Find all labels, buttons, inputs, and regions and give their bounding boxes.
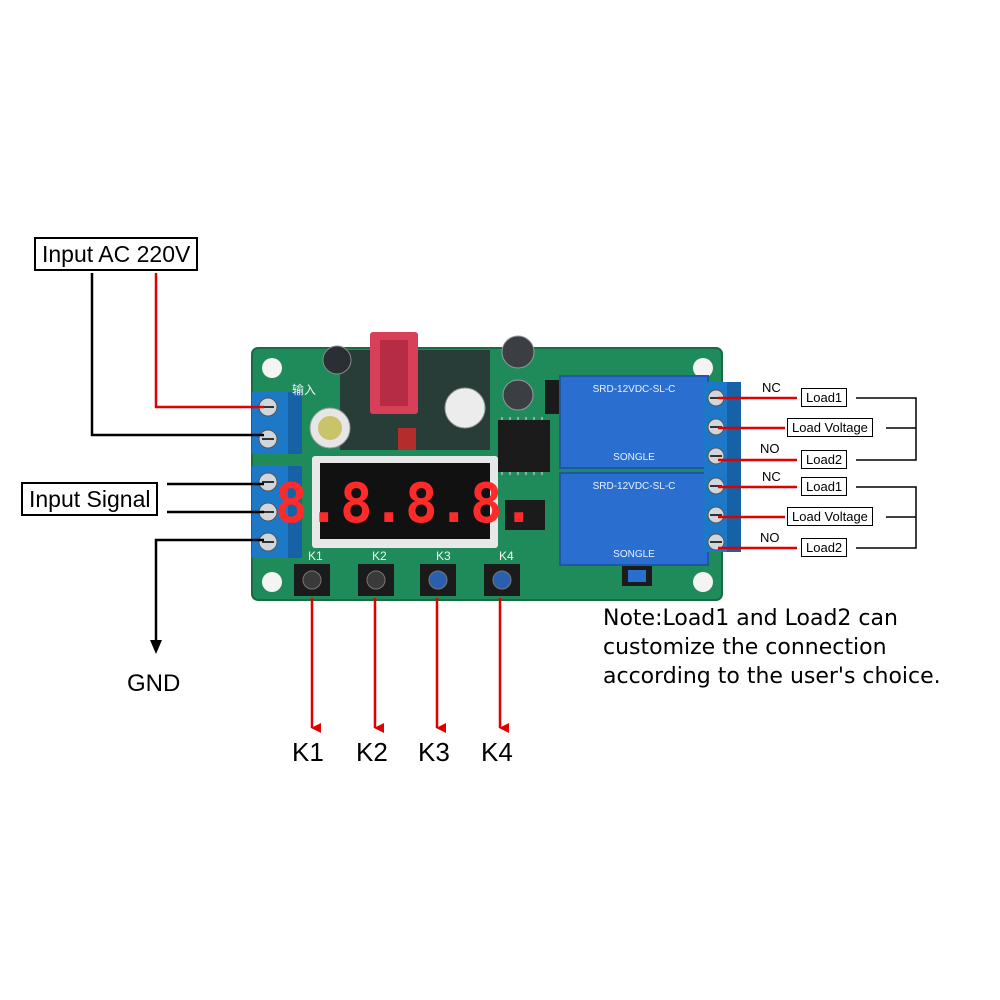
- arrow-label-k2: K2: [356, 737, 388, 767]
- ac-neutral-wire: [90, 273, 264, 437]
- relay-2-load1-box: Load1: [801, 477, 848, 496]
- relay-2-no-label: NO: [760, 530, 780, 545]
- mounting-hole: [693, 358, 713, 378]
- relay-2-load-voltage-box: Load Voltage: [787, 507, 873, 526]
- ac-live-wire: [154, 273, 264, 409]
- board-label-k2: K2: [372, 549, 387, 563]
- button-k3: [420, 564, 456, 596]
- note-line: customize the connection: [603, 635, 887, 660]
- pcb-board: [251, 332, 741, 601]
- display-digits: 8.8.8.8.: [275, 472, 535, 535]
- relay-1-load2-box: Load2: [801, 450, 848, 469]
- gnd-label: GND: [127, 670, 181, 697]
- relay-2: [560, 473, 708, 565]
- note-line: according to the user's choice.: [603, 664, 941, 689]
- button-k1: [294, 564, 330, 596]
- capacitor: [444, 387, 486, 429]
- relay-1-load-voltage-box: Load Voltage: [787, 418, 873, 437]
- board-label-k4: K4: [499, 549, 514, 563]
- microcontroller-chip: [498, 420, 550, 472]
- relay-1-load1-box: Load1: [801, 388, 848, 407]
- arrow-label-k3: K3: [418, 737, 450, 767]
- button-k4: [484, 564, 520, 596]
- relay-1: [560, 376, 708, 468]
- relay-1-model: SRD-12VDC-SL-C: [593, 384, 676, 395]
- gnd-arrowhead: [150, 640, 162, 654]
- relay-2-brand: SONGLE: [613, 549, 655, 560]
- relay-2-nc-label: NC: [762, 469, 781, 484]
- note-line: Note:Load1 and Load2 can: [603, 606, 898, 631]
- board-label-k3: K3: [436, 549, 451, 563]
- wires: [90, 273, 917, 733]
- relay-2-load2-box: Load2: [801, 538, 848, 557]
- capacitor: [501, 335, 535, 369]
- capacitor: [502, 379, 534, 411]
- button-k2: [358, 564, 394, 596]
- mounting-hole: [262, 358, 282, 378]
- input-silk-label: 输入: [292, 383, 317, 397]
- relay-1-nc-label: NC: [762, 380, 781, 395]
- connection-note: Note:Load1 and Load2 can customize the c…: [603, 604, 941, 691]
- led-display: [320, 463, 490, 539]
- relay-2-model: SRD-12VDC-SL-C: [593, 481, 676, 492]
- capacitor: [322, 345, 352, 375]
- mounting-hole: [262, 572, 282, 592]
- arrow-label-k1: K1: [292, 737, 324, 767]
- input-ac-label: Input AC 220V: [34, 237, 199, 271]
- relay-1-no-label: NO: [760, 441, 780, 456]
- input-signal-label: Input Signal: [21, 482, 159, 516]
- mounting-hole: [693, 572, 713, 592]
- board-label-k1: K1: [308, 549, 323, 563]
- gnd-wire: [154, 538, 264, 648]
- arrow-label-k4: K4: [481, 737, 513, 767]
- relay-1-brand: SONGLE: [613, 452, 655, 463]
